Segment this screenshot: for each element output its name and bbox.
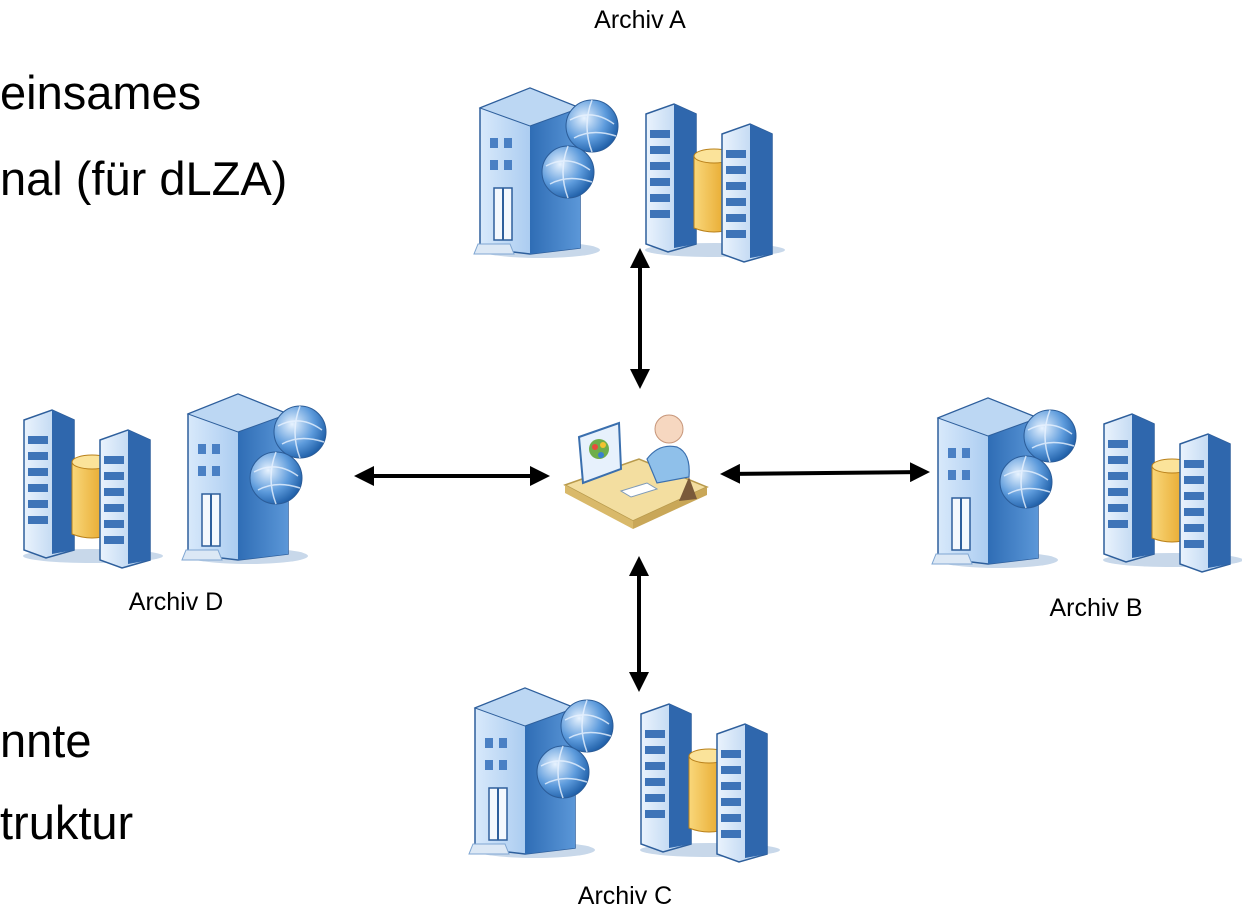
text-top-line-1: einsames [0,66,202,119]
archive-d-label: Archiv D [128,588,224,616]
archive-a-icon [473,87,786,263]
user-workstation-icon [563,414,709,529]
archive-d-icon [22,393,327,569]
text-bottom-line-2: truktur [0,796,134,849]
archive-c-icon [468,687,781,863]
text-bottom-line-1: nnte [0,714,92,767]
archive-c-label: Archiv C [577,882,673,910]
arrow-center-b [720,462,930,484]
archive-b-icon [931,397,1242,573]
archive-a-label: Archiv A [594,6,686,34]
archive-b-label: Archiv B [1049,594,1143,622]
text-top-line-2: nal (für dLZA) [0,152,288,205]
